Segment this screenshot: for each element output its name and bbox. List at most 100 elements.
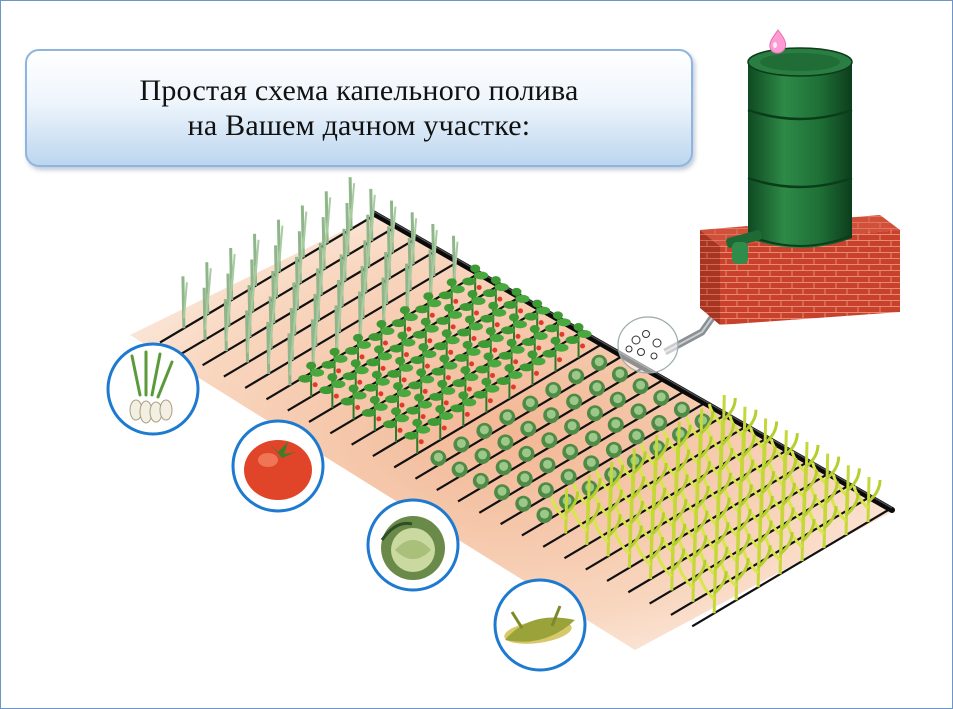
tomato-plant (319, 373, 346, 409)
tomato-plant (361, 395, 388, 431)
cabbage-plant (536, 507, 553, 524)
cabbage-plant (628, 428, 645, 445)
onion-plant (202, 287, 210, 340)
cabbage-plant (543, 407, 560, 424)
cabbage-plant (537, 482, 554, 499)
title-line-1: Простая схема капельного полива (139, 74, 579, 107)
tomato-plant (480, 301, 507, 337)
cabbage-plant (515, 495, 532, 512)
cabbage-plant (541, 432, 558, 449)
drip-line (202, 237, 417, 367)
tomato-plant (383, 407, 410, 443)
title-box: Простая схема капельного полива на Вашем… (25, 49, 693, 167)
onion-icon (106, 342, 200, 436)
tomato-plant (503, 287, 530, 323)
tomato-plant (415, 292, 442, 328)
drip-line (691, 508, 891, 628)
corn-plant (613, 522, 643, 568)
drip-line (649, 484, 850, 605)
cabbage-plant (589, 380, 606, 397)
cabbage-plant (495, 459, 512, 476)
tomato-plant (384, 382, 411, 418)
drip-line (606, 461, 809, 582)
cabbage-plant (591, 354, 608, 371)
cabbage-plant (611, 366, 628, 383)
water-barrel (725, 47, 853, 264)
cabbage-plant (451, 461, 468, 478)
cabbage-plant (585, 430, 602, 447)
cabbage-plant (632, 378, 649, 395)
onion-plant (245, 310, 252, 363)
tomato-plant (544, 311, 571, 347)
cabbage-plant (607, 416, 624, 433)
tomato-plant (345, 333, 372, 369)
cabbage-plant (564, 418, 581, 435)
drip-line (500, 402, 706, 526)
drip-line (393, 343, 603, 469)
corn-plant (656, 545, 686, 591)
tomato-plant (473, 377, 500, 413)
cabbage-plant (609, 391, 626, 408)
tomato-plant (298, 361, 325, 397)
corn-plant (635, 534, 665, 580)
cabbage-plant (518, 445, 535, 462)
cabbage-plant (516, 470, 533, 487)
tomato-plant (433, 329, 460, 365)
onion-plant (181, 276, 188, 329)
cabbage-plant (568, 368, 585, 385)
tomato-plant (459, 290, 486, 326)
cabbage-plant (653, 389, 670, 406)
drip-line (180, 225, 397, 355)
cabbage-plant (651, 415, 668, 432)
cabbage-icon (366, 498, 460, 592)
cabbage-plant (497, 434, 514, 451)
tomato-plant (519, 350, 546, 386)
cabbage-plant (494, 484, 511, 501)
corn-icon (493, 578, 587, 672)
tomato-plant (524, 299, 551, 335)
cabbage-plant (586, 405, 603, 422)
tomato-plant (321, 347, 348, 383)
tomato-plant (410, 343, 437, 379)
drip-line (521, 413, 726, 537)
corn-plant (592, 511, 622, 557)
tomato-plant (363, 370, 390, 406)
drip-line (457, 378, 664, 503)
drip-line (585, 449, 788, 571)
drip-line (414, 355, 623, 480)
corn-plant (550, 488, 580, 534)
drip-line (436, 366, 644, 492)
onion-plant (223, 299, 231, 352)
corn-plant (698, 568, 728, 614)
tomato-plant (477, 327, 504, 363)
cabbage-plant (472, 472, 489, 489)
drip-line (670, 496, 870, 616)
title-line-2: на Вашем дачном участке: (187, 109, 531, 142)
cabbage-plant (520, 420, 537, 437)
cabbage-plant (539, 457, 556, 474)
tomato-plant (368, 320, 395, 356)
drip-line (478, 390, 685, 514)
tomato-plant (450, 391, 477, 427)
tomato-plant (427, 405, 454, 441)
onion-plant (287, 333, 294, 386)
drip-line (159, 214, 376, 344)
tomato-plant (436, 303, 463, 339)
cabbage-plant (560, 468, 577, 485)
drip-line (223, 249, 438, 378)
tomato-plant (542, 336, 569, 372)
cabbage-plant (453, 436, 470, 453)
tomato-plant (342, 359, 369, 395)
drip-line (244, 261, 458, 389)
tomato-plant (408, 368, 435, 404)
cabbage-plant (562, 443, 579, 460)
tomato-plant (496, 364, 523, 400)
onion-plant (266, 321, 273, 374)
water-drop-icon (769, 29, 787, 54)
cabbage-plant (499, 409, 516, 426)
cabbage-plant (545, 381, 562, 398)
cabbage-plant (522, 395, 539, 412)
cabbage-plant (630, 403, 647, 420)
cabbage-plant (566, 393, 583, 410)
